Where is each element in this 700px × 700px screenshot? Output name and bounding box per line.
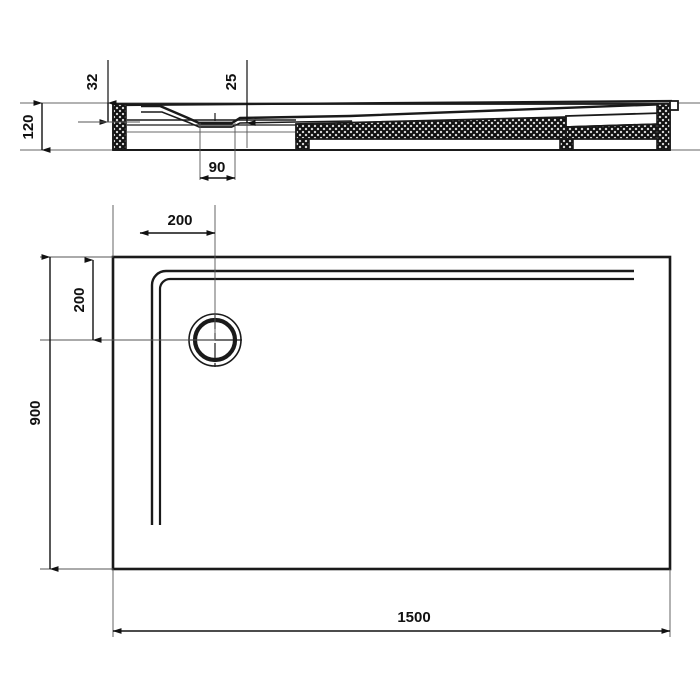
dimension-900: 900 <box>27 254 59 572</box>
section-right-end-block <box>656 103 671 151</box>
plan-inner-rim-outer <box>150 269 634 525</box>
section-leg-left <box>295 138 310 151</box>
section-left-end-block <box>112 103 127 151</box>
dimension-200-horizontal: 200 <box>139 212 216 236</box>
dimension-1500: 1500 <box>112 609 671 634</box>
dimension-200-vertical: 200 <box>71 257 102 343</box>
dimension-90: 90 <box>199 123 236 181</box>
section-view-group: 120 32 25 90 <box>20 60 700 181</box>
plan-view-group: 200 200 900 1500 <box>27 205 672 637</box>
dimension-120-label: 120 <box>20 114 37 139</box>
dimension-120: 120 <box>20 100 51 153</box>
section-body <box>112 99 679 151</box>
dimension-32: 32 <box>78 60 140 125</box>
section-support-band-right <box>565 123 663 140</box>
plan-tray-outline <box>111 255 672 571</box>
dimension-200-v-label: 200 <box>71 287 88 312</box>
section-top-face <box>125 99 673 107</box>
section-right-lip <box>669 100 679 111</box>
section-leg-mid <box>559 138 574 151</box>
plan-inner-rim-inner <box>158 277 634 525</box>
dimension-900-label: 900 <box>27 400 44 425</box>
dimension-1500-label: 1500 <box>397 609 430 626</box>
dimension-25-label: 25 <box>223 74 240 91</box>
dimension-200-h-label: 200 <box>167 212 192 229</box>
dimension-90-label: 90 <box>209 159 226 176</box>
dimension-32-label: 32 <box>84 74 101 91</box>
dimension-25: 25 <box>223 60 256 148</box>
